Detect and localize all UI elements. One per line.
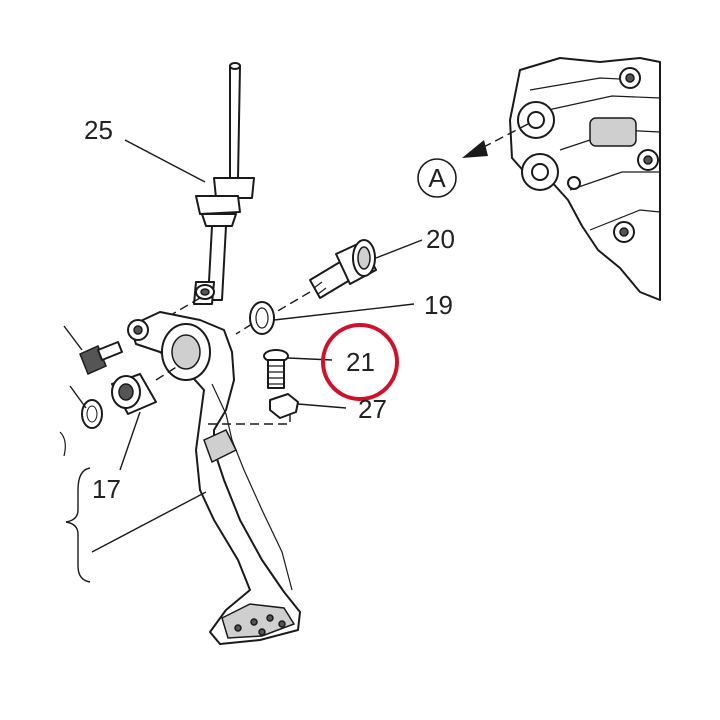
callout-17: 17 xyxy=(92,474,121,504)
view-a-dashed-line xyxy=(477,123,529,151)
part-21-screw xyxy=(263,349,289,389)
leader-left-screw xyxy=(63,325,83,351)
callout-25: 25 xyxy=(84,115,113,145)
leader-17-lever xyxy=(91,491,207,553)
view-a-circle xyxy=(417,158,457,198)
bolt-axis xyxy=(275,291,311,313)
callout-19: 19 xyxy=(424,290,453,320)
callout-20: 20 xyxy=(426,224,455,254)
gear-shift-lever xyxy=(127,311,301,645)
bracket-17 xyxy=(65,467,91,583)
washer-left-hole xyxy=(86,405,98,423)
callout-21: 21 xyxy=(346,347,375,377)
small-screw-left xyxy=(79,341,123,376)
highlight-circle-21 xyxy=(321,323,399,401)
leader-20 xyxy=(375,239,423,259)
engine-case-fragment xyxy=(509,57,661,301)
leader-25 xyxy=(124,139,206,183)
part-25-shift-rod xyxy=(193,62,255,305)
view-a-arrowhead xyxy=(462,140,488,158)
partial-part-left xyxy=(59,431,66,457)
part-27-nut xyxy=(269,393,299,419)
leader-21 xyxy=(287,357,333,361)
part-17-bushing xyxy=(111,365,179,415)
washer-axis xyxy=(235,323,253,335)
leader-17 xyxy=(119,411,141,471)
leader-19 xyxy=(273,303,415,321)
washer-hole xyxy=(255,307,269,329)
part-20-pivot-bolt xyxy=(309,239,377,299)
callout-27: 27 xyxy=(358,394,387,424)
screw-nut-axis xyxy=(208,414,291,425)
leader-27 xyxy=(297,403,347,409)
view-a-label: A xyxy=(428,163,446,193)
leader-left-washer xyxy=(69,385,87,409)
